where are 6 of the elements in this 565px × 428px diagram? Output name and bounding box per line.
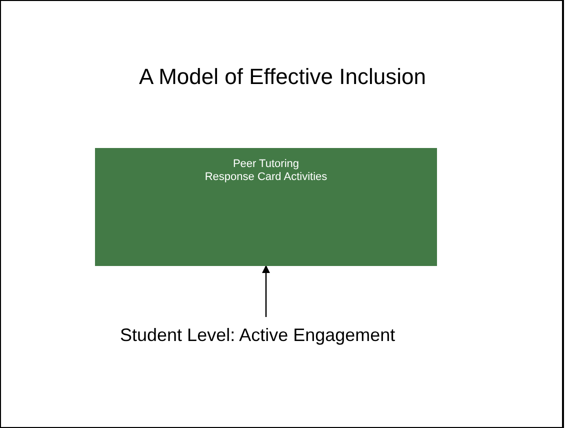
level-text: Student Level: Active Engagement bbox=[120, 325, 396, 346]
activity-text: Peer Tutoring bbox=[232, 158, 300, 171]
arrow bbox=[262, 265, 270, 317]
activity-box bbox=[95, 148, 437, 266]
activity-text: Response Card Activities bbox=[204, 171, 328, 184]
slide-title: A Model of Effective Inclusion bbox=[138, 64, 427, 90]
